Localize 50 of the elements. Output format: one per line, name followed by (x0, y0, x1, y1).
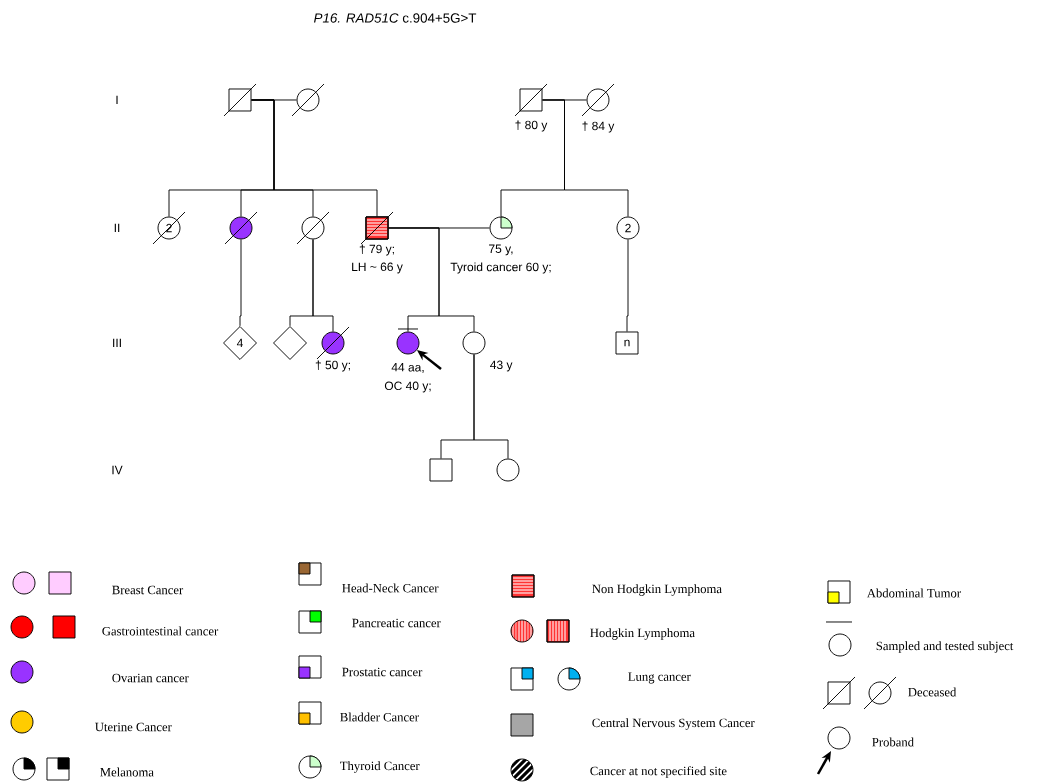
descent-line (626, 239, 629, 332)
age-note: 75 y, (489, 244, 513, 256)
descent-line (251, 99, 378, 217)
legend-text: Uterine Cancer (95, 722, 172, 732)
generation-label: II (114, 223, 120, 233)
legend-text: Cancer at not specified site (590, 766, 727, 778)
age-note: 44 aa, (391, 363, 424, 373)
legend-text: Sampled and tested subject (876, 641, 1014, 653)
legend-text: Abdominal Tumor (866, 588, 961, 598)
legend-text: Pancreatic cancer (352, 618, 441, 628)
pedigree-square (223, 83, 257, 117)
descent-line (473, 354, 509, 459)
descent-line (542, 99, 629, 217)
legend-text: Thyroid Cancer (340, 761, 420, 773)
pedigree-circle (296, 211, 330, 245)
age-note: OC 40 y; (384, 381, 431, 393)
pedigree-circle (496, 458, 520, 482)
descent-line (388, 227, 475, 332)
proband-arrow (417, 350, 442, 370)
legend-text: Ovarian cancer (112, 673, 189, 683)
legend-text: Proband (872, 737, 914, 747)
legend-text: Gastrointestinal cancer (102, 626, 219, 636)
pedigree-diamond (273, 326, 307, 360)
age-note: 43 y (490, 360, 513, 372)
pedigree-square (429, 458, 453, 482)
legend-text: Melanoma (100, 767, 154, 777)
legend-text: Central Nervous System Cancer (592, 718, 755, 730)
age-note: † 79 y; (359, 244, 394, 256)
legend-text: Breast Cancer (112, 585, 184, 595)
legend-text: Bladder Cancer (340, 712, 419, 722)
age-note: Tyroid cancer 60 y; (450, 262, 551, 274)
legend-text: Non Hodgkin Lymphoma (592, 584, 722, 596)
descent-line (312, 239, 334, 332)
legend-text: Deceased (908, 687, 957, 697)
age-note: † 50 y; (315, 360, 350, 372)
generation-label: III (113, 338, 121, 348)
title: P16. RAD51C c.904+5G>T (314, 13, 477, 23)
pedigree-square: n (615, 331, 639, 355)
age-note: LH ~ 66 y (352, 262, 403, 274)
legend-text: Head-Neck Cancer (342, 583, 439, 593)
legend-text: Lung cancer (628, 672, 691, 684)
generation-label: I (116, 95, 118, 105)
legend-text: Prostatic cancer (342, 667, 423, 677)
age-note: † 80 y (515, 120, 548, 132)
pedigree-circle (291, 83, 325, 117)
legend-text: Hodgkin Lymphoma (590, 628, 695, 640)
descent-line (239, 239, 242, 327)
pedigree-circle (224, 211, 258, 245)
generation-label: IV (112, 465, 123, 475)
age-note: † 84 y (582, 121, 615, 133)
